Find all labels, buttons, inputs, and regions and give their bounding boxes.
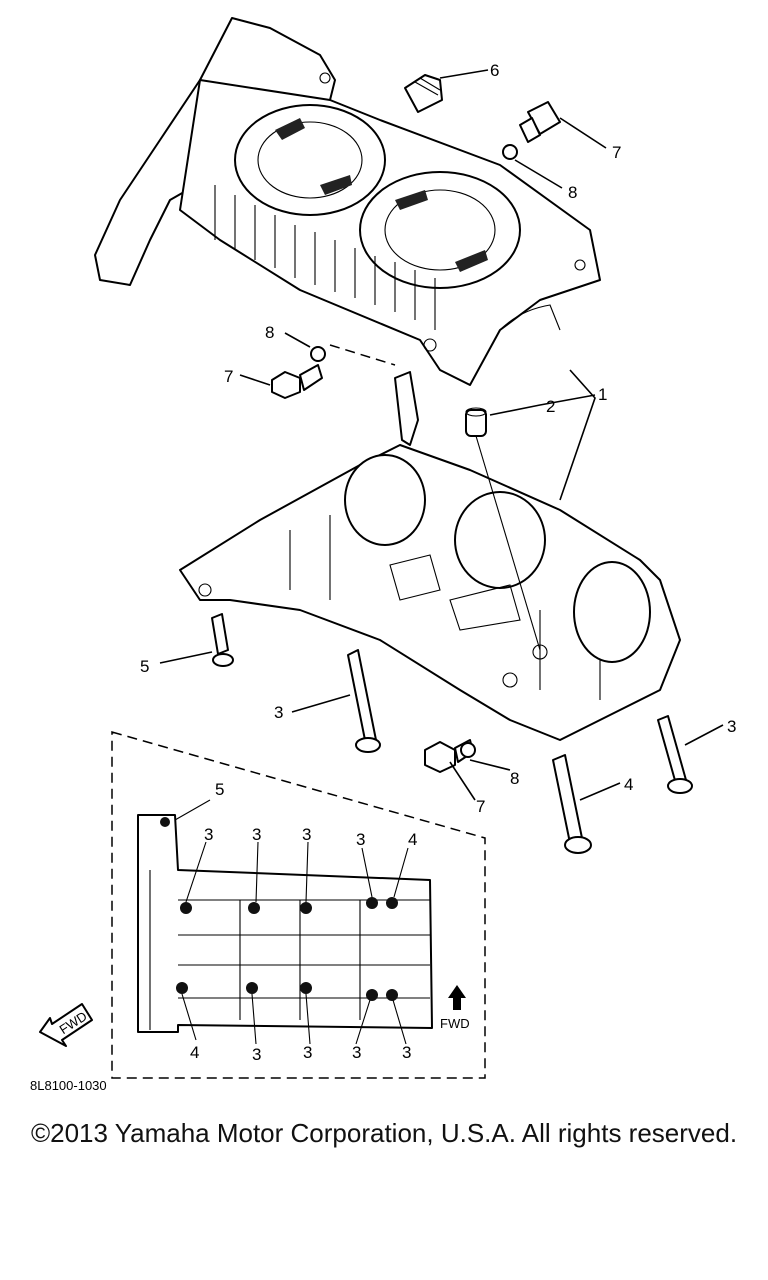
inset-fwd-up-arrow-icon (448, 985, 466, 1010)
upper-crankcase (94, 17, 601, 386)
callout-1: 1 (598, 385, 607, 404)
short-bolt-5 (211, 613, 234, 667)
inset-label-5: 5 (215, 780, 224, 799)
callout-6: 6 (490, 61, 499, 80)
long-bolt-right (657, 715, 693, 794)
inset-label-3f: 3 (303, 1043, 312, 1062)
washer-mid-right (460, 742, 476, 758)
callout-7-mid-left: 7 (224, 367, 233, 386)
long-bolt-4 (552, 754, 592, 854)
callout-3-left: 3 (274, 703, 283, 722)
inset-label-3a: 3 (204, 825, 213, 844)
callout-7-mid-right: 7 (476, 797, 485, 816)
callout-7-top: 7 (612, 143, 621, 162)
lower-crankcase (179, 371, 681, 741)
bolt-mid-left (271, 364, 323, 399)
inset-label-3c: 3 (302, 825, 311, 844)
callout-8-mid-right: 8 (510, 769, 519, 788)
callout-5: 5 (140, 657, 149, 676)
inset-label-3h: 3 (402, 1043, 411, 1062)
inset-label-4a: 4 (408, 830, 417, 849)
callout-8-mid-left: 8 (265, 323, 274, 342)
crankcase-exploded-diagram: 6 7 8 8 7 2 1 5 3 3 4 8 7 5 3 3 3 3 4 (30, 17, 736, 1093)
callout-8-top: 8 (568, 183, 577, 202)
washer-top (502, 144, 518, 160)
callout-3-right: 3 (727, 717, 736, 736)
dowel-pin (465, 407, 487, 437)
inset-bolt-holes (160, 817, 398, 1001)
long-bolt-left (347, 649, 381, 753)
inset-label-3d: 3 (356, 830, 365, 849)
diagram-code: 8L8100-1030 (30, 1078, 107, 1093)
leader-lines (159, 69, 724, 801)
callout-labels: 6 7 8 8 7 2 1 5 3 3 4 8 7 (140, 61, 736, 816)
inset-label-3g: 3 (352, 1043, 361, 1062)
inset-label-3b: 3 (252, 825, 261, 844)
stud-bolt (404, 74, 443, 113)
inset-label-4b: 4 (190, 1043, 199, 1062)
bolt-top (519, 101, 561, 143)
fwd-arrow-icon: FWD (39, 1003, 93, 1047)
inset-label-3e: 3 (252, 1045, 261, 1064)
callout-4: 4 (624, 775, 633, 794)
inset-fwd-label: FWD (440, 1016, 470, 1031)
washer-mid-left (310, 346, 326, 362)
copyright-notice: ©2013 Yamaha Motor Corporation, U.S.A. A… (30, 1118, 738, 1148)
inset-bottom-view: 5 3 3 3 3 4 4 3 3 3 3 FWD (111, 731, 486, 1079)
callout-2: 2 (546, 397, 555, 416)
